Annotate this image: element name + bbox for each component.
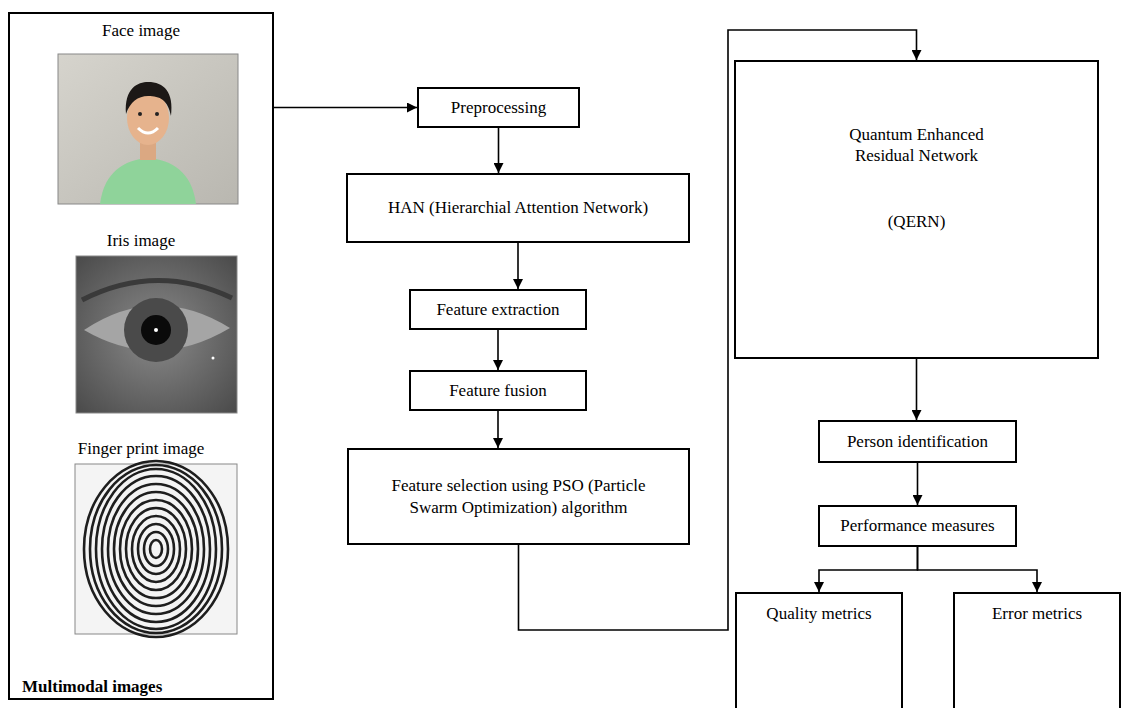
process-box: Feature selection using PSO (Particle Sw… <box>347 448 690 545</box>
input-panel: Face imageIris imageFinger print imageMu… <box>8 12 274 700</box>
image-caption: Iris image <box>10 230 272 251</box>
node-label: Quantum Enhanced Residual Network <box>824 124 1010 167</box>
node-label: Preprocessing <box>443 97 554 118</box>
flow-arrow <box>819 547 918 592</box>
process-box: Preprocessing <box>417 87 580 128</box>
node-label: Quality metrics <box>758 603 879 624</box>
process-box: Person identification <box>818 420 1017 463</box>
flow-arrow <box>917 463 919 505</box>
process-box: HAN (Hierarchial Attention Network) <box>346 173 690 243</box>
iris-photo <box>76 256 237 413</box>
output-box: Quality metrics <box>735 592 903 708</box>
flow-arrow <box>498 128 500 173</box>
process-box: Feature fusion <box>409 370 587 411</box>
node-label: HAN (Hierarchial Attention Network) <box>380 197 656 218</box>
fingerprint-photo <box>75 461 237 637</box>
node-label: Feature selection using PSO (Particle Sw… <box>366 475 672 518</box>
node-label: (QERN) <box>880 211 954 232</box>
flow-arrow <box>497 411 499 448</box>
flow-arrow <box>517 243 519 289</box>
image-caption: Face image <box>10 20 272 41</box>
face-photo <box>58 54 238 204</box>
flow-arrow <box>274 107 417 109</box>
node-label: Person identification <box>839 431 996 452</box>
node-label: Feature fusion <box>441 380 555 401</box>
node-label: Error metrics <box>984 603 1090 624</box>
flow-arrow <box>918 547 1038 592</box>
output-box: Error metrics <box>953 592 1121 708</box>
process-box: Performance measures <box>818 505 1017 547</box>
node-label: Feature extraction <box>428 299 567 320</box>
node-label: Performance measures <box>832 515 1002 536</box>
process-box: Feature extraction <box>409 289 587 330</box>
flow-arrow <box>916 359 918 420</box>
network-box: Quantum Enhanced Residual Network (QERN) <box>734 60 1099 359</box>
flow-arrow <box>497 330 499 370</box>
image-caption: Finger print image <box>10 438 272 459</box>
image-caption: Multimodal images <box>22 676 222 697</box>
